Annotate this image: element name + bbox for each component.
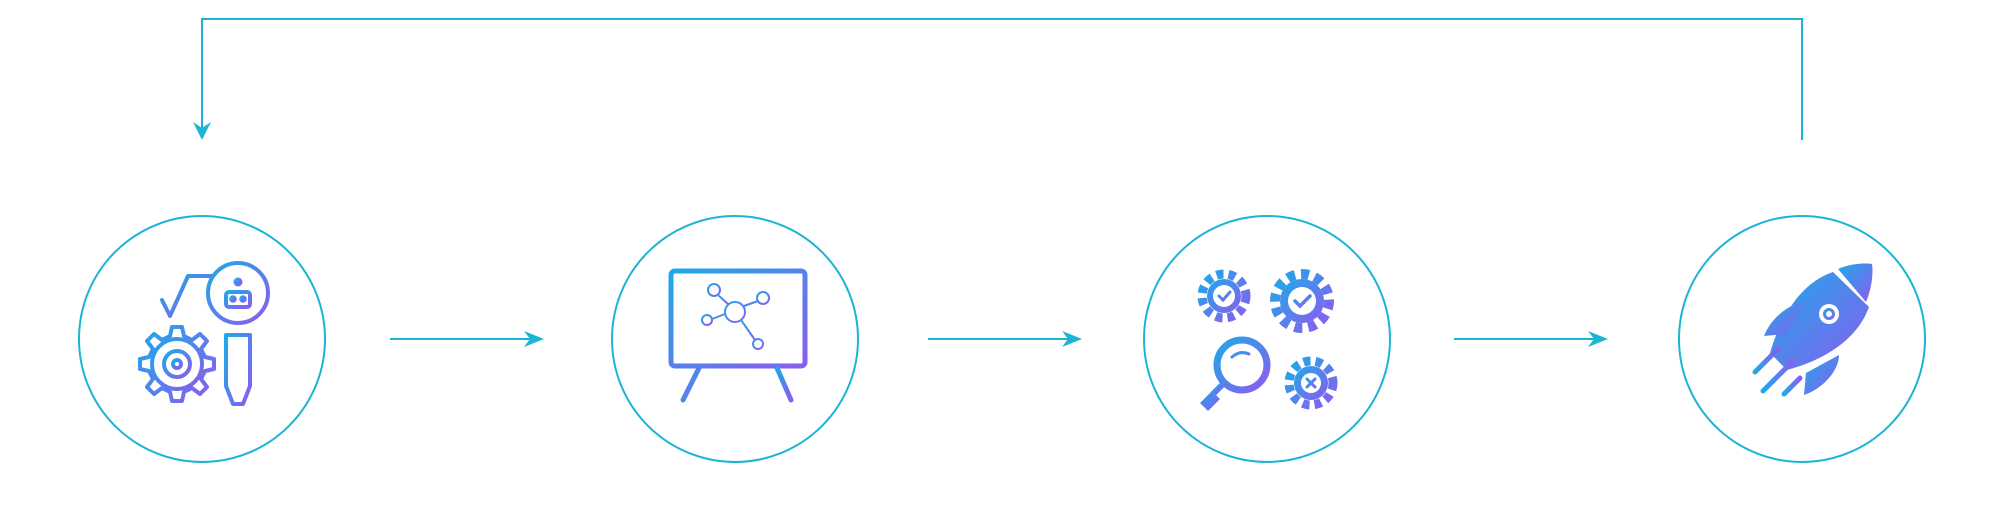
robot-design-gear-pencil-icon [126, 261, 270, 406]
arrow-right-icon [1588, 331, 1608, 347]
arrow-down-icon [193, 122, 211, 140]
rocket-launch-icon [1752, 263, 1873, 397]
presentation-board-network-icon [668, 268, 808, 405]
step-4-circle [1678, 215, 1926, 463]
arrow-right-icon [1062, 331, 1082, 347]
step-2-circle [611, 215, 859, 463]
loop-back-connector [193, 18, 1803, 140]
connector-1-2 [390, 331, 544, 347]
step-3-circle [1143, 215, 1391, 463]
connector-2-3 [928, 331, 1082, 347]
connector-3-4 [1454, 331, 1608, 347]
testing-gears-magnifier-icon [1197, 269, 1338, 411]
step-1-circle [78, 215, 326, 463]
arrow-right-icon [524, 331, 544, 347]
